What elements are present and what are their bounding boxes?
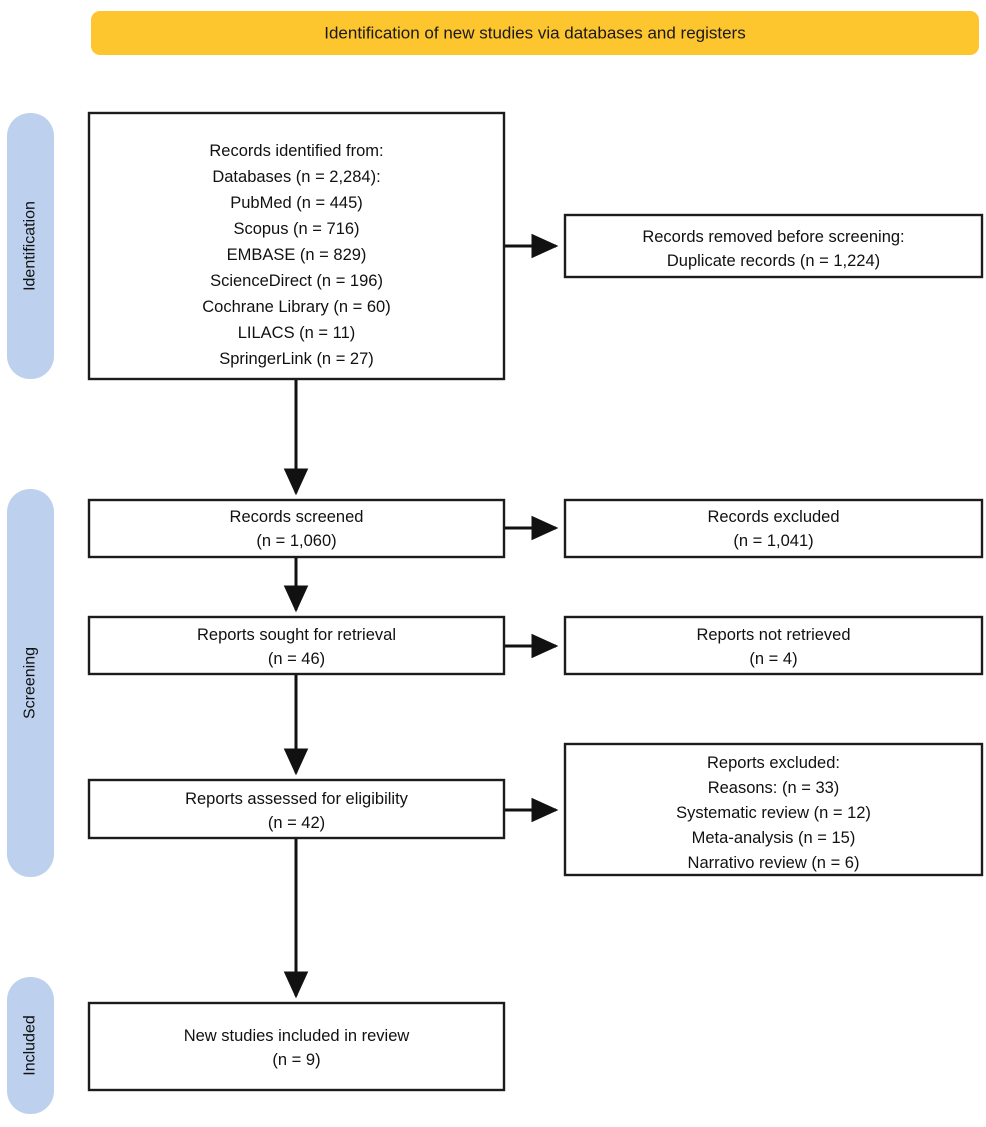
stage-label-identification: Identification (22, 201, 39, 291)
reports-excluded-box-outline (563, 742, 984, 877)
header-banner-background (91, 11, 979, 55)
records-excluded-box-outline (563, 498, 984, 559)
records-excluded-box[interactable]: Records excluded (n = 1,041) (563, 498, 984, 559)
records-screened-box-outline (87, 498, 506, 559)
records-screened-line-0: Records screened (230, 508, 364, 526)
records-identified-line-4: EMBASE (n = 829) (227, 246, 367, 264)
stage-label-screening: Screening (22, 647, 39, 719)
reports-excluded-line-4: Narrativo review (n = 6) (688, 854, 860, 872)
new-studies-included-box-outline (87, 1001, 506, 1092)
reports-excluded-line-2: Systematic review (n = 12) (676, 804, 871, 822)
stage-rail-included: Included (7, 977, 54, 1114)
reports-excluded-box[interactable]: Reports excluded: Reasons: (n = 33) Syst… (563, 742, 984, 877)
reports-excluded-line-3: Meta-analysis (n = 15) (692, 829, 856, 847)
records-screened-line-1: (n = 1,060) (256, 532, 336, 550)
reports-sought-line-1: (n = 46) (268, 650, 325, 668)
records-identified-line-0: Records identified from: (209, 142, 383, 160)
stage-rail-screening: Screening (7, 489, 54, 877)
reports-not-retrieved-box-outline (563, 615, 984, 676)
records-identified-line-1: Databases (n = 2,284): (212, 168, 380, 186)
records-removed-line-0: Records removed before screening: (642, 228, 904, 246)
reports-assessed-box-outline (87, 778, 506, 840)
reports-assessed-box[interactable]: Reports assessed for eligibility (n = 42… (87, 778, 506, 840)
records-identified-line-8: SpringerLink (n = 27) (219, 350, 374, 368)
records-removed-box[interactable]: Records removed before screening: Duplic… (563, 213, 984, 279)
records-identified-line-6: Cochrane Library (n = 60) (202, 298, 390, 316)
stage-rail-identification: Identification (7, 113, 54, 379)
records-identified-box[interactable]: Records identified from: Databases (n = … (87, 111, 506, 381)
records-identified-line-5: ScienceDirect (n = 196) (210, 272, 383, 290)
reports-assessed-line-0: Reports assessed for eligibility (185, 790, 409, 808)
records-removed-line-1: Duplicate records (n = 1,224) (667, 252, 880, 270)
records-identified-box-outline (87, 111, 506, 381)
stage-rail-included-background (7, 977, 54, 1114)
reports-sought-line-0: Reports sought for retrieval (197, 626, 396, 644)
records-excluded-line-0: Records excluded (707, 508, 839, 526)
reports-sought-box[interactable]: Reports sought for retrieval (n = 46) (87, 615, 506, 676)
header-banner: Identification of new studies via databa… (91, 11, 979, 55)
stage-rail-identification-background (7, 113, 54, 379)
stage-label-included: Included (22, 1015, 39, 1076)
records-screened-box[interactable]: Records screened (n = 1,060) (87, 498, 506, 559)
records-removed-box-outline (563, 213, 984, 279)
records-identified-line-3: Scopus (n = 716) (233, 220, 359, 238)
reports-excluded-line-0: Reports excluded: (707, 754, 840, 772)
reports-not-retrieved-box[interactable]: Reports not retrieved (n = 4) (563, 615, 984, 676)
header-banner-title: Identification of new studies via databa… (324, 23, 745, 42)
reports-not-retrieved-line-1: (n = 4) (749, 650, 797, 668)
new-studies-included-line-0: New studies included in review (184, 1027, 410, 1045)
new-studies-included-box[interactable]: New studies included in review (n = 9) (87, 1001, 506, 1092)
new-studies-included-line-1: (n = 9) (272, 1051, 320, 1069)
reports-excluded-line-1: Reasons: (n = 33) (708, 779, 840, 797)
records-identified-line-7: LILACS (n = 11) (238, 324, 356, 342)
reports-not-retrieved-line-0: Reports not retrieved (696, 626, 850, 644)
stage-rail-screening-background (7, 489, 54, 877)
reports-sought-box-outline (87, 615, 506, 676)
records-identified-line-2: PubMed (n = 445) (230, 194, 363, 212)
records-excluded-line-1: (n = 1,041) (733, 532, 813, 550)
reports-assessed-line-1: (n = 42) (268, 814, 325, 832)
